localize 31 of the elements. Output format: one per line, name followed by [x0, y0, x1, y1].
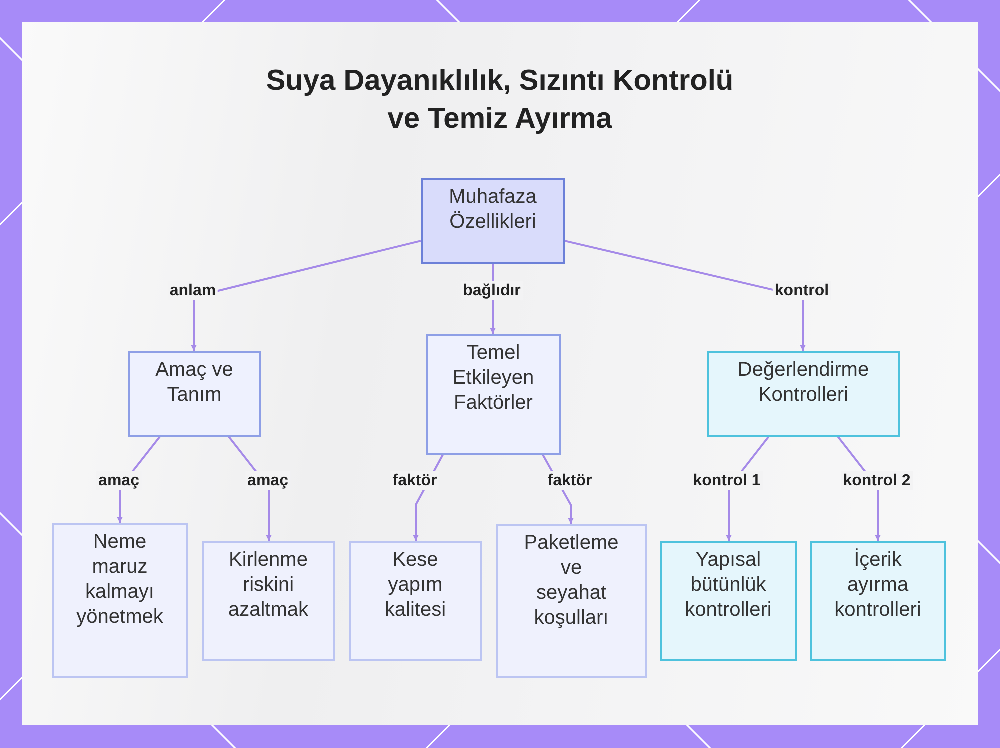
node-text: Değerlendirme Kontrolleri — [737, 358, 870, 408]
connector-arrow — [191, 240, 422, 351]
edge-label: kontrol 1 — [691, 472, 763, 490]
node-text: Temel Etkileyen Faktörler — [452, 341, 535, 416]
concept-box — [421, 178, 565, 264]
diagram-title: Suya Dayanıklılık, Sızıntı Kontrolü ve Temiz Ayırma — [265, 64, 735, 137]
concept-box — [52, 523, 188, 678]
concept-box — [496, 524, 647, 678]
edge-label: faktör — [546, 472, 594, 490]
concept-box — [660, 541, 797, 661]
concept-box — [202, 541, 335, 661]
edge-label: bağlıdır — [461, 282, 523, 300]
node-text: Kirlenme riskini azaltmak — [228, 548, 310, 623]
edge-label: amaç — [96, 472, 142, 490]
node-text: Paketleme ve seyahat koşulları — [524, 531, 620, 631]
concept-box — [707, 351, 900, 437]
connector-arrow — [564, 240, 806, 351]
node-text: Amaç ve Tanım — [155, 358, 234, 408]
concept-box — [128, 351, 261, 437]
node-text: İçerik ayırma kontrolleri — [834, 548, 922, 623]
edge-label: kontrol 2 — [841, 472, 913, 490]
concept-box — [426, 334, 561, 455]
node-text: Yapısal bütünlük kontrolleri — [684, 548, 772, 623]
edge-label: amaç — [246, 472, 290, 490]
node-text: Muhafaza Özellikleri — [448, 185, 538, 235]
edge-label: anlam — [168, 282, 218, 300]
concept-box — [810, 541, 946, 661]
edge-label: faktör — [390, 472, 440, 490]
node-text: Neme maruz kalmayı yönetmek — [76, 530, 164, 630]
node-text: Kese yapım kalitesi — [384, 548, 447, 623]
concept-box — [349, 541, 482, 661]
